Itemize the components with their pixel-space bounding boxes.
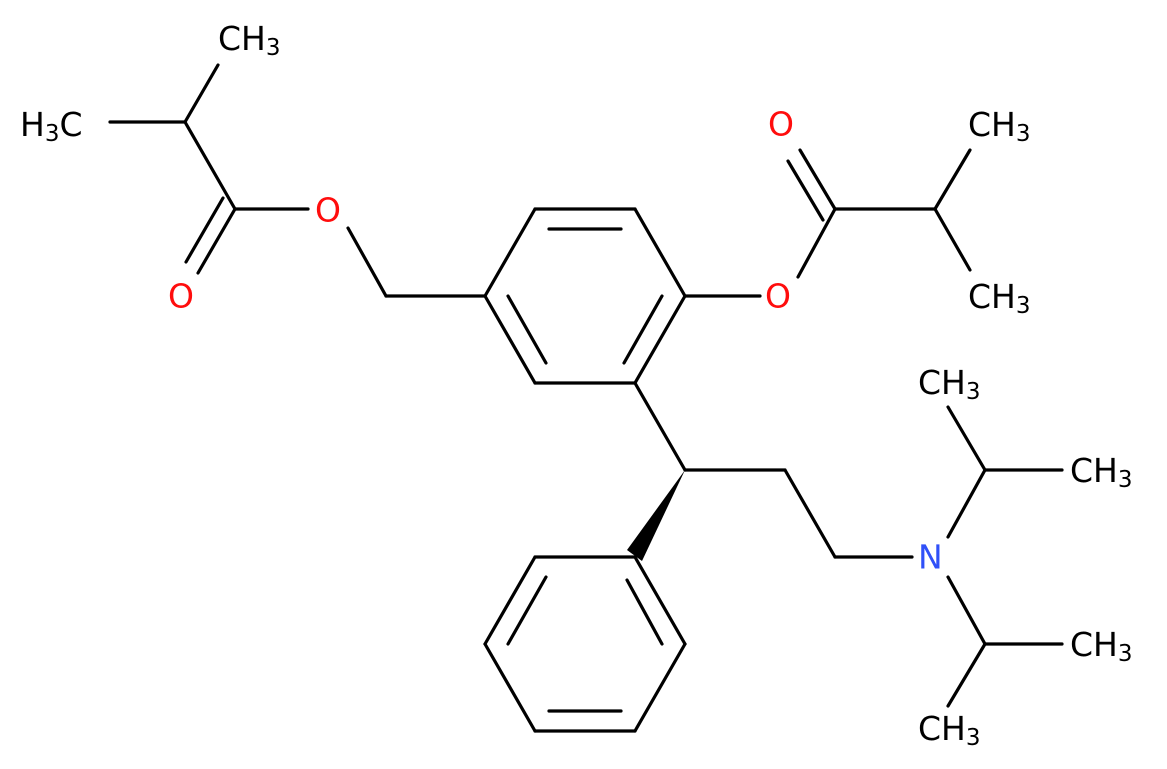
- atom-methyl-a: CH3: [218, 19, 281, 61]
- bond-phenyl-4: [483, 642, 537, 733]
- atom-nitrogen: N: [918, 538, 943, 577]
- bond-n-ch-lower: [946, 575, 987, 646]
- bond-carbonyl-o-left-2: [184, 196, 225, 264]
- atom-methyl-d: CH3: [968, 277, 1031, 319]
- bond-phenyl-1: [633, 555, 687, 646]
- atom-oxygen-carbonyl-right: O: [768, 105, 794, 144]
- atom-oxygen-ester-left: O: [315, 191, 341, 230]
- bond-ch-ch3d: [933, 207, 972, 272]
- atom-oxygen-ester-right: O: [765, 277, 791, 316]
- bond-carbonyl-o-right-1: [798, 148, 837, 211]
- bond-ch3a-ch-left: [183, 63, 220, 124]
- bond-n-ch-upper: [946, 468, 987, 539]
- bond-phenyl-1-inner: [625, 578, 664, 646]
- bond-ring-6: [483, 294, 537, 385]
- bond-carbonyl-o-right-2: [786, 159, 825, 222]
- bond-phenyl-5-inner: [506, 575, 548, 646]
- bond-ring-4-inner: [622, 294, 664, 365]
- bond-ring-4: [633, 294, 687, 385]
- bond-oester-ch2: [346, 226, 388, 298]
- bond-ch2a-ch2b: [783, 468, 837, 559]
- atom-methyl-e: CH3: [918, 363, 981, 405]
- bonds: [108, 63, 1064, 733]
- bond-ring-3: [633, 207, 687, 298]
- bond-phenyl-2: [633, 642, 687, 733]
- atom-labels: CH3 H3C O O O CH3 O CH3 CH3 CH3 N CH3 CH…: [20, 19, 1133, 751]
- bond-ring-1: [483, 207, 537, 298]
- atom-methyl-b: H3C: [20, 105, 83, 147]
- atom-methyl-g: CH3: [1070, 625, 1133, 667]
- atom-methyl-c: CH3: [968, 105, 1031, 147]
- atom-methyl-f: CH3: [1070, 451, 1133, 493]
- bond-ch-lower-ch3h: [946, 642, 987, 708]
- atom-oxygen-carbonyl-left: O: [168, 277, 194, 316]
- bond-ch-upper-ch3e: [946, 405, 987, 472]
- bond-phenyl-5: [483, 555, 537, 646]
- wedge-bond-chiral-phenyl: [627, 470, 685, 561]
- bond-oester-carbonyl-right: [796, 207, 837, 279]
- bond-ch-carbonyl-left: [183, 120, 237, 211]
- bond-ring-6-inner: [506, 294, 548, 365]
- atom-methyl-h: CH3: [918, 709, 981, 751]
- bond-carbonyl-o-left-1: [196, 207, 237, 275]
- bond-ring-chiral: [633, 381, 687, 472]
- bond-ch-ch3c: [933, 148, 972, 211]
